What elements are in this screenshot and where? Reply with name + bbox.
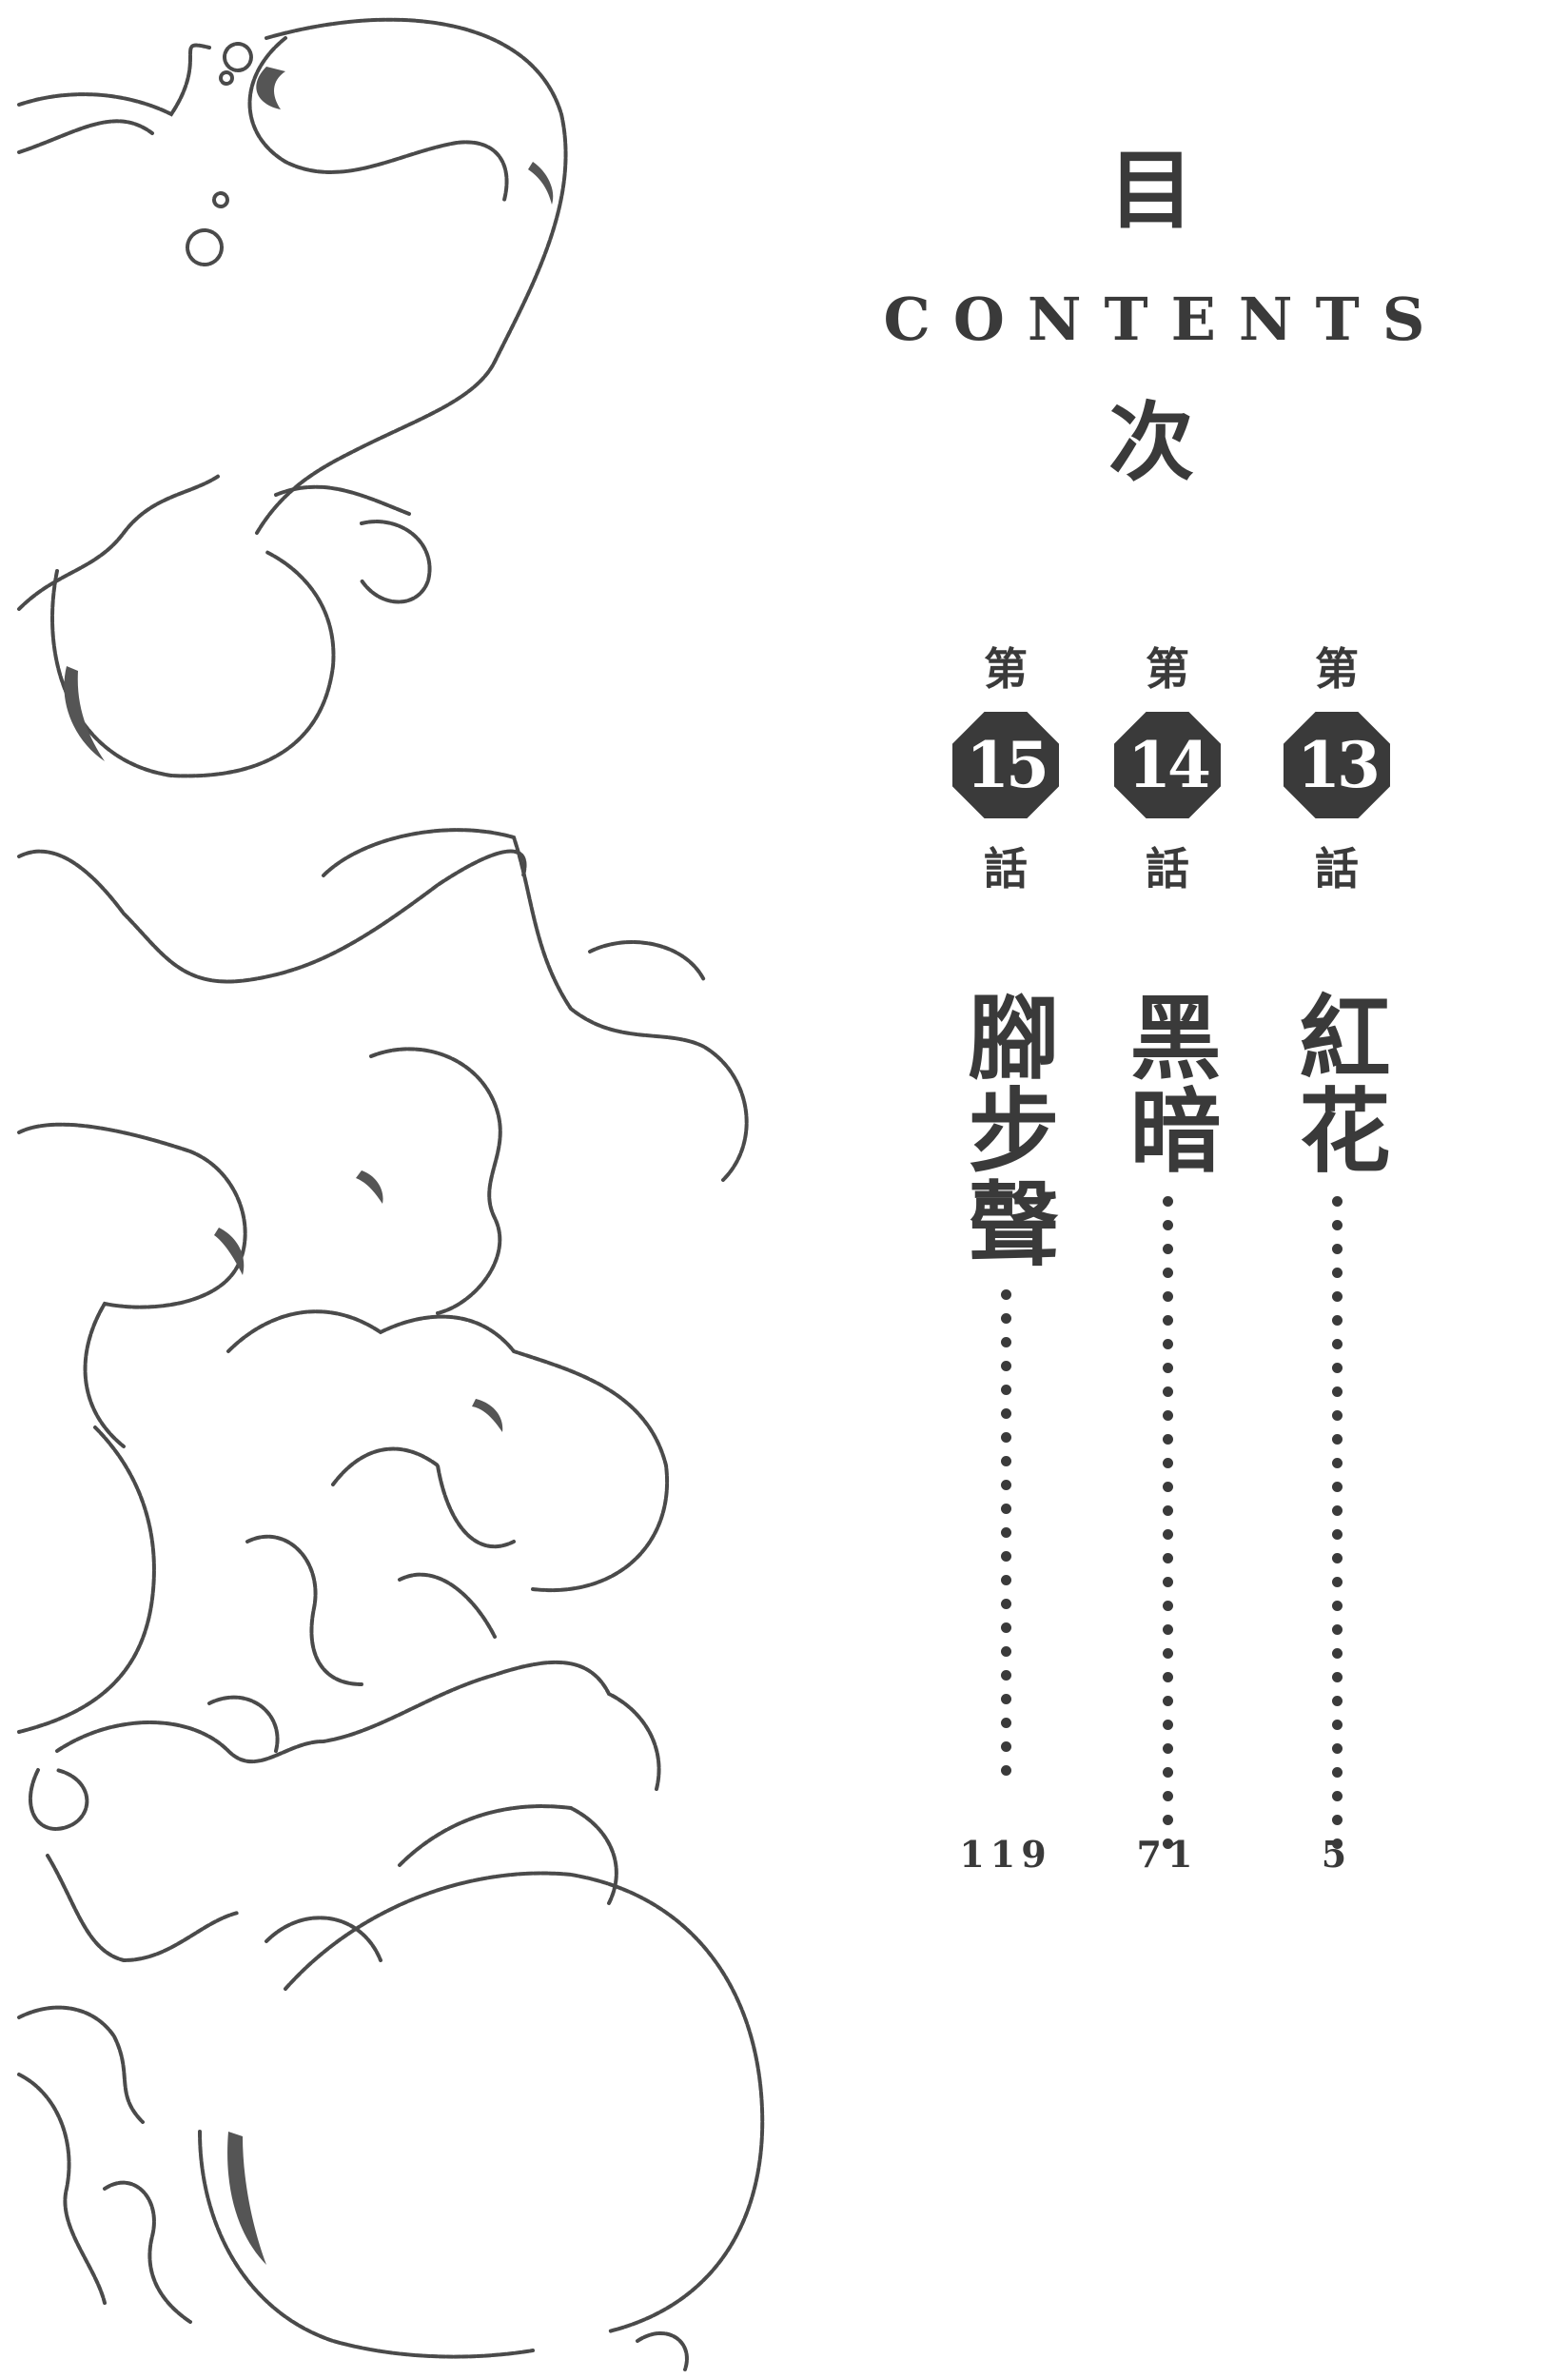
title-top-kanji: 目 <box>1108 140 1194 241</box>
dot-leader <box>1000 1283 1011 1782</box>
chapter-number: 13 <box>1297 728 1381 802</box>
chapter-title[interactable]: 黑暗 <box>1114 990 1222 1176</box>
chapter-15-heading: 第 15 話 <box>944 647 1068 891</box>
chapter-number-badge: 13 <box>1284 712 1390 818</box>
chapter-14-heading: 第 14 話 <box>1106 647 1229 891</box>
chapter-suffix: 話 <box>984 843 1028 895</box>
wave-illustration <box>17 17 765 2371</box>
chapter-suffix: 話 <box>1315 843 1359 895</box>
chapter-suffix: 話 <box>1146 843 1189 895</box>
chapter-number: 14 <box>1127 728 1211 802</box>
title-contents: CONTENTS <box>883 285 1448 354</box>
chapter-13-page-number: 5 <box>1321 1833 1353 1876</box>
chapter-number-badge: 14 <box>1114 712 1221 818</box>
chapter-14-entry[interactable]: 黑暗 <box>1106 990 1229 1856</box>
chapter-number-badge: 15 <box>952 712 1059 818</box>
dot-leader <box>1162 1190 1173 1856</box>
chapter-prefix: 第 <box>1315 643 1359 695</box>
title-bottom-kanji: 次 <box>1108 392 1194 493</box>
chapter-13-heading: 第 13 話 <box>1275 647 1399 891</box>
chapter-number: 15 <box>966 728 1049 802</box>
chapter-title[interactable]: 紅花 <box>1284 990 1391 1176</box>
chapter-15-entry[interactable]: 腳步聲 <box>944 990 1068 1782</box>
chapter-13-entry[interactable]: 紅花 <box>1275 990 1399 1856</box>
dot-leader <box>1331 1190 1343 1856</box>
chapter-title[interactable]: 腳步聲 <box>952 990 1060 1269</box>
chapter-prefix: 第 <box>1146 643 1189 695</box>
chapter-14-page-number: 71 <box>1136 1833 1199 1876</box>
chapter-prefix: 第 <box>984 643 1028 695</box>
chapter-15-page-number: 119 <box>959 1833 1052 1876</box>
